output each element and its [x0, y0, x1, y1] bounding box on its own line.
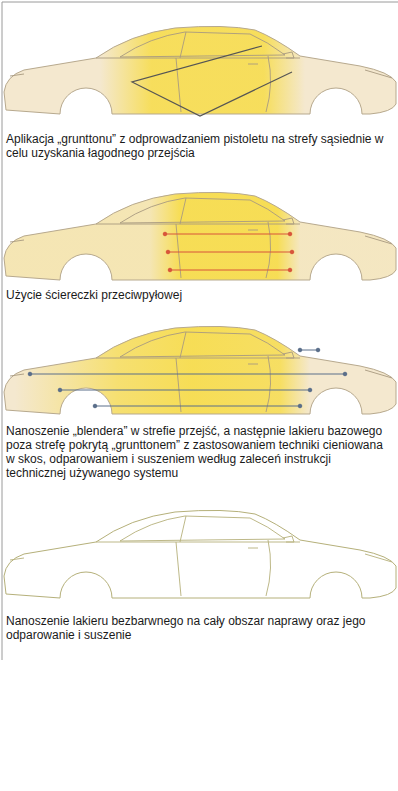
car-figure [0, 12, 398, 132]
car-figure [4, 510, 396, 598]
car-figure [0, 312, 398, 432]
caption-text: Nanoszenie lakieru bezbarwnego na cały o… [6, 614, 394, 642]
car-figure [0, 178, 398, 298]
caption-text: Aplikacja „grunttonu” z odprowadzaniem p… [6, 132, 394, 160]
caption-text: Nanoszenie „blendera” w strefie przejść,… [6, 424, 394, 480]
caption-text: Użycie ściereczki przeciwpyłowej [6, 288, 394, 302]
